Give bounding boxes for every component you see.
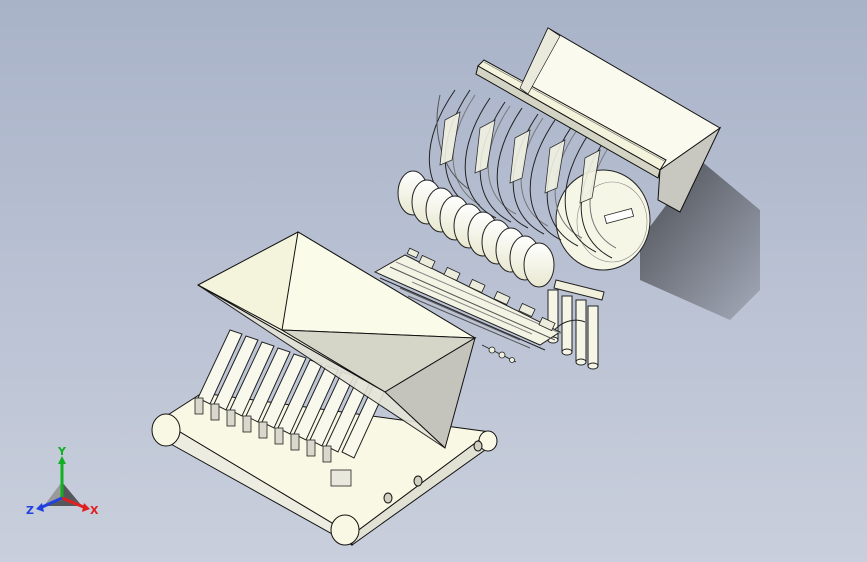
support-posts <box>547 279 605 370</box>
feeder-slats <box>197 329 387 459</box>
slat-feet <box>194 397 352 487</box>
conveyor-belt <box>151 392 498 546</box>
y-axis-label: Y <box>58 445 66 458</box>
connecting-rods <box>373 254 563 351</box>
z-axis-line <box>39 496 63 510</box>
x-axis-label: X <box>90 504 99 517</box>
x-axis-line <box>61 496 87 510</box>
rotor-blade-faces <box>439 111 601 204</box>
z-axis-label: Z <box>26 504 34 517</box>
triad-graphic <box>36 456 90 512</box>
drum-assembly <box>555 169 651 271</box>
view-orientation-triad[interactable]: Y X Z <box>22 446 112 526</box>
lower-hopper <box>196 231 477 449</box>
model-shadow <box>640 160 760 320</box>
upper-hopper <box>475 27 722 213</box>
feed-rollers <box>397 170 555 288</box>
bolt-part <box>481 344 517 363</box>
rod-clamps <box>406 247 556 332</box>
